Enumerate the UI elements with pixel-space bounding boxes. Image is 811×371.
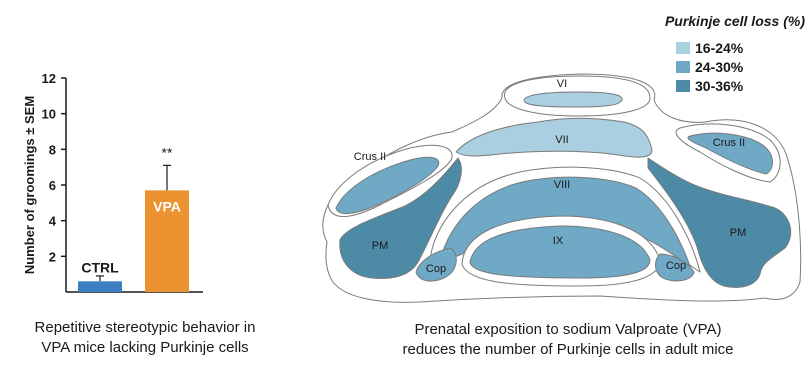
caption-line: VPA mice lacking Purkinje cells bbox=[41, 339, 249, 356]
caption-line: Repetitive stereotypic behavior in bbox=[34, 319, 256, 336]
legend: Purkinje cell loss (%) 16-24% 24-30% 30-… bbox=[665, 13, 805, 94]
bar-chart-caption: Repetitive stereotypic behavior in VPA m… bbox=[0, 318, 290, 358]
cerebellum-map bbox=[322, 73, 802, 303]
label-crus-ii-left: Crus II bbox=[354, 151, 386, 163]
label-vi: VI bbox=[557, 78, 567, 90]
significance-marker: ** bbox=[162, 144, 173, 160]
caption-line: reduces the number of Purkinje cells in … bbox=[402, 341, 734, 358]
region-labels: VI VII VIII IX Crus II Crus II PM PM Cop… bbox=[354, 78, 746, 275]
caption-line: Prenatal exposition to sodium Valproate … bbox=[414, 321, 722, 338]
legend-swatch-2 bbox=[676, 61, 690, 73]
bars: CTRL VPA ** bbox=[78, 144, 189, 292]
pm-right bbox=[647, 157, 792, 288]
legend-label-2: 24-30% bbox=[695, 59, 744, 75]
y-axis-label: Number of groomings ± SEM bbox=[22, 96, 37, 274]
lobule-vi bbox=[523, 91, 623, 108]
grooming-bar-chart: Number of groomings ± SEM 2 4 6 8 10 12 CTRL V… bbox=[22, 71, 203, 293]
bar-ctrl bbox=[78, 281, 122, 292]
crus-ii-left bbox=[335, 156, 440, 215]
y-tick-label: 8 bbox=[49, 142, 56, 157]
label-pm-left: PM bbox=[372, 240, 389, 252]
y-tick-label: 6 bbox=[49, 178, 56, 193]
crus-ii-right bbox=[687, 132, 773, 175]
label-ix: IX bbox=[553, 235, 564, 247]
label-pm-right: PM bbox=[730, 227, 747, 239]
bar-label: VPA bbox=[153, 198, 181, 214]
bar-label: CTRL bbox=[81, 259, 119, 275]
legend-label-1: 16-24% bbox=[695, 40, 744, 56]
label-cop-right: Cop bbox=[666, 260, 686, 272]
lobule-ix bbox=[469, 225, 651, 279]
lobule-vii bbox=[455, 117, 653, 158]
pm-left bbox=[339, 157, 462, 279]
label-crus-ii-right: Crus II bbox=[713, 137, 745, 149]
copula-right bbox=[655, 253, 695, 282]
copula-left bbox=[415, 247, 457, 282]
legend-label-3: 30-36% bbox=[695, 78, 744, 94]
label-viii: VIII bbox=[554, 179, 571, 191]
label-cop-left: Cop bbox=[426, 263, 446, 275]
y-tick-label: 4 bbox=[49, 214, 57, 229]
cerebellum-caption: Prenatal exposition to sodium Valproate … bbox=[348, 320, 788, 360]
bar-vpa bbox=[145, 190, 189, 292]
y-tick-label: 12 bbox=[42, 71, 56, 86]
legend-swatch-1 bbox=[676, 42, 690, 54]
y-tick-label: 2 bbox=[49, 249, 56, 264]
legend-swatch-3 bbox=[676, 80, 690, 92]
label-vii: VII bbox=[555, 134, 568, 146]
legend-title: Purkinje cell loss (%) bbox=[665, 13, 805, 29]
y-ticks: 2 4 6 8 10 12 bbox=[42, 71, 66, 264]
y-tick-label: 10 bbox=[42, 107, 56, 122]
